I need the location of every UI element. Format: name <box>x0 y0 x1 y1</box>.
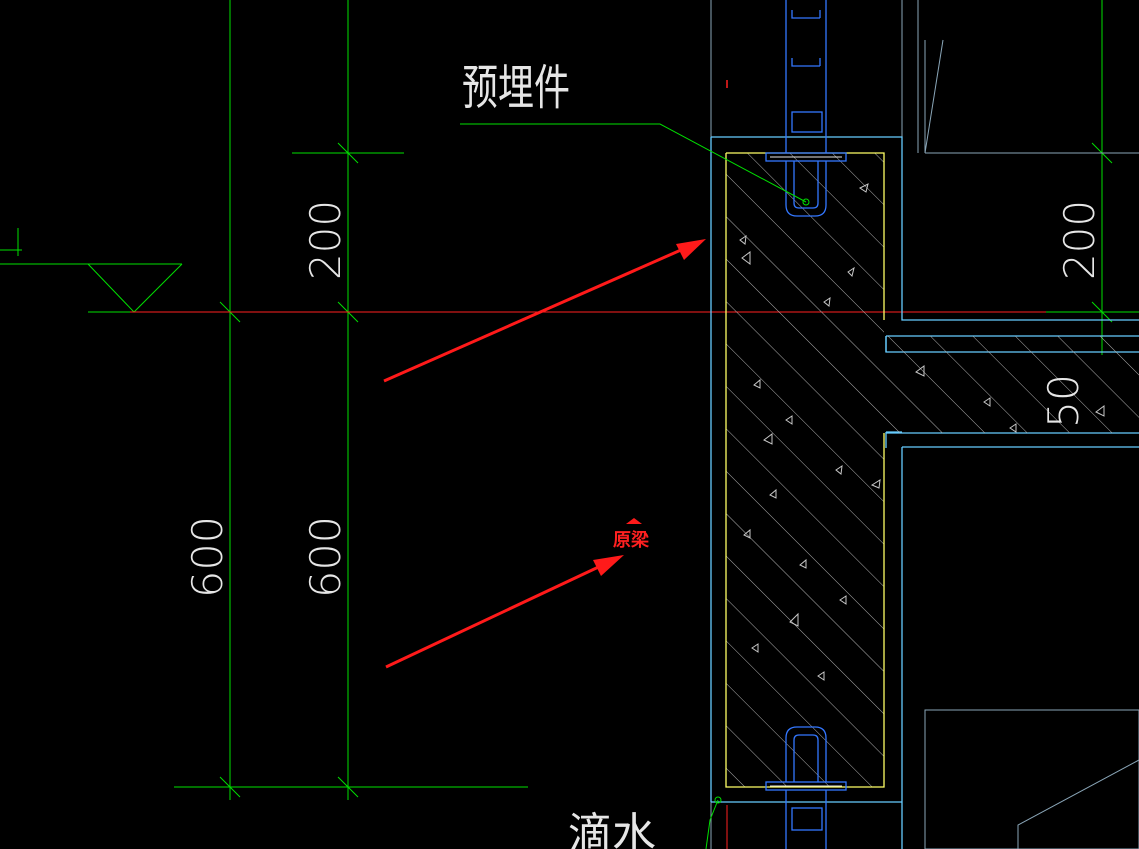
dim-right-slab: 50 <box>1039 374 1088 428</box>
embedded-part-leader <box>460 123 810 849</box>
red-arrow-lower <box>385 555 624 669</box>
top-embedded-part <box>765 0 847 217</box>
dim-upper-right: 200 <box>1055 200 1104 280</box>
dim-upper-left: 200 <box>301 200 350 280</box>
original-beam-label: 原梁 <box>613 529 650 551</box>
red-mark-beam-label <box>626 518 642 524</box>
dim-lower-left-inner: 600 <box>301 516 350 598</box>
dim-lower-left-outer: 600 <box>183 516 232 598</box>
concrete-aggregate-marks <box>739 183 1105 681</box>
embedded-part-label: 预埋件 <box>462 60 570 116</box>
lower-right-structure <box>924 709 1139 849</box>
red-arrow-upper <box>383 239 706 383</box>
left-dimension-lines <box>0 0 528 800</box>
bottom-embedded-part <box>765 726 847 849</box>
drip-label: 滴水 <box>568 809 656 849</box>
